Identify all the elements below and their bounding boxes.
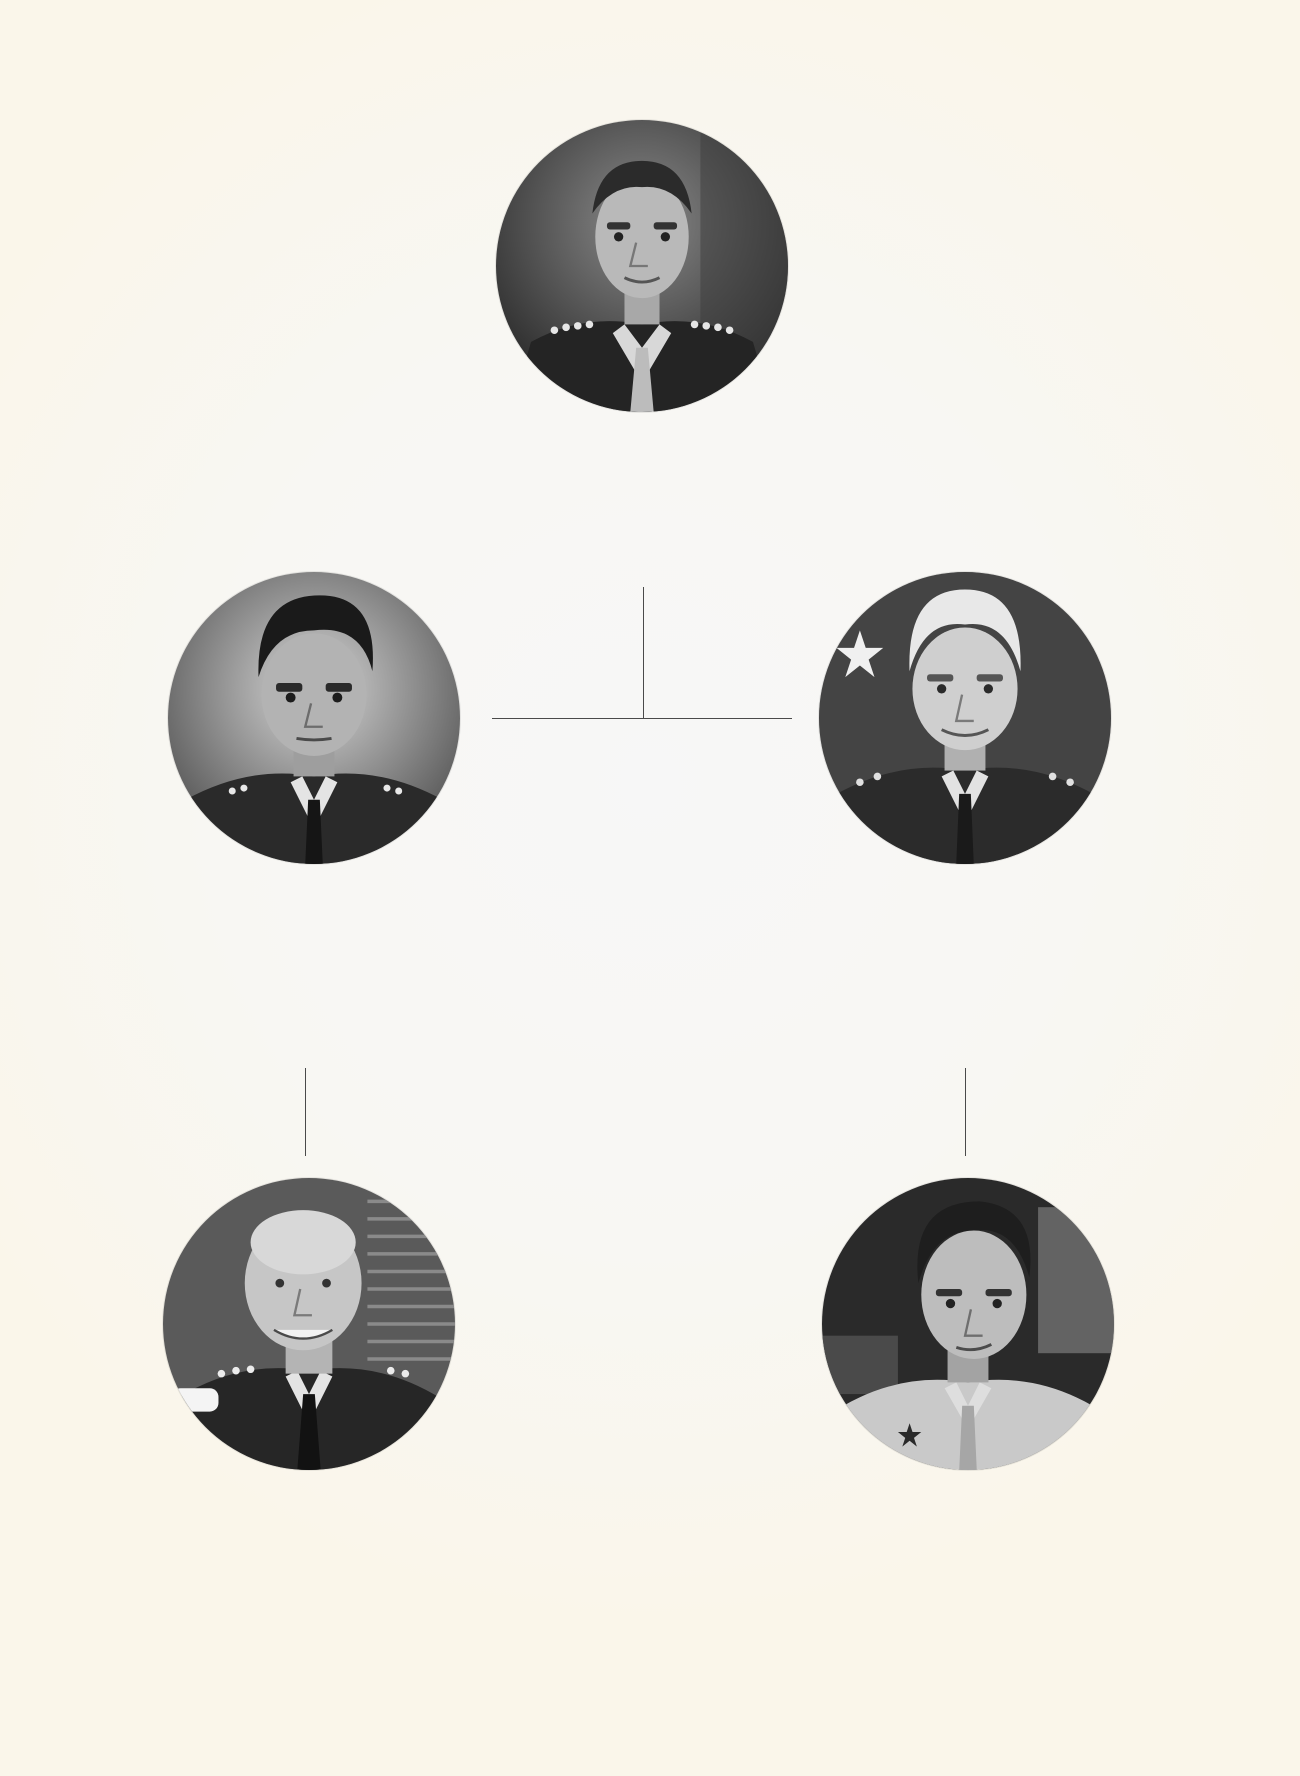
portrait-middle-left bbox=[168, 572, 460, 864]
portrait-photo-bottom-right bbox=[822, 1178, 1114, 1470]
portrait-bottom-left bbox=[163, 1178, 455, 1470]
connector-left-drop bbox=[305, 1068, 306, 1156]
portrait-middle-right bbox=[819, 572, 1111, 864]
portrait-photo-middle-right bbox=[819, 572, 1111, 864]
connector-top-stem bbox=[643, 587, 644, 719]
portrait-photo-bottom-left bbox=[163, 1178, 455, 1470]
portrait-photo-middle-left bbox=[168, 572, 460, 864]
portrait-bottom-right bbox=[822, 1178, 1114, 1470]
portrait-photo-top bbox=[496, 120, 788, 412]
connector-right-drop bbox=[965, 1068, 966, 1156]
connector-middle-bar bbox=[492, 718, 792, 719]
portrait-top bbox=[496, 120, 788, 412]
